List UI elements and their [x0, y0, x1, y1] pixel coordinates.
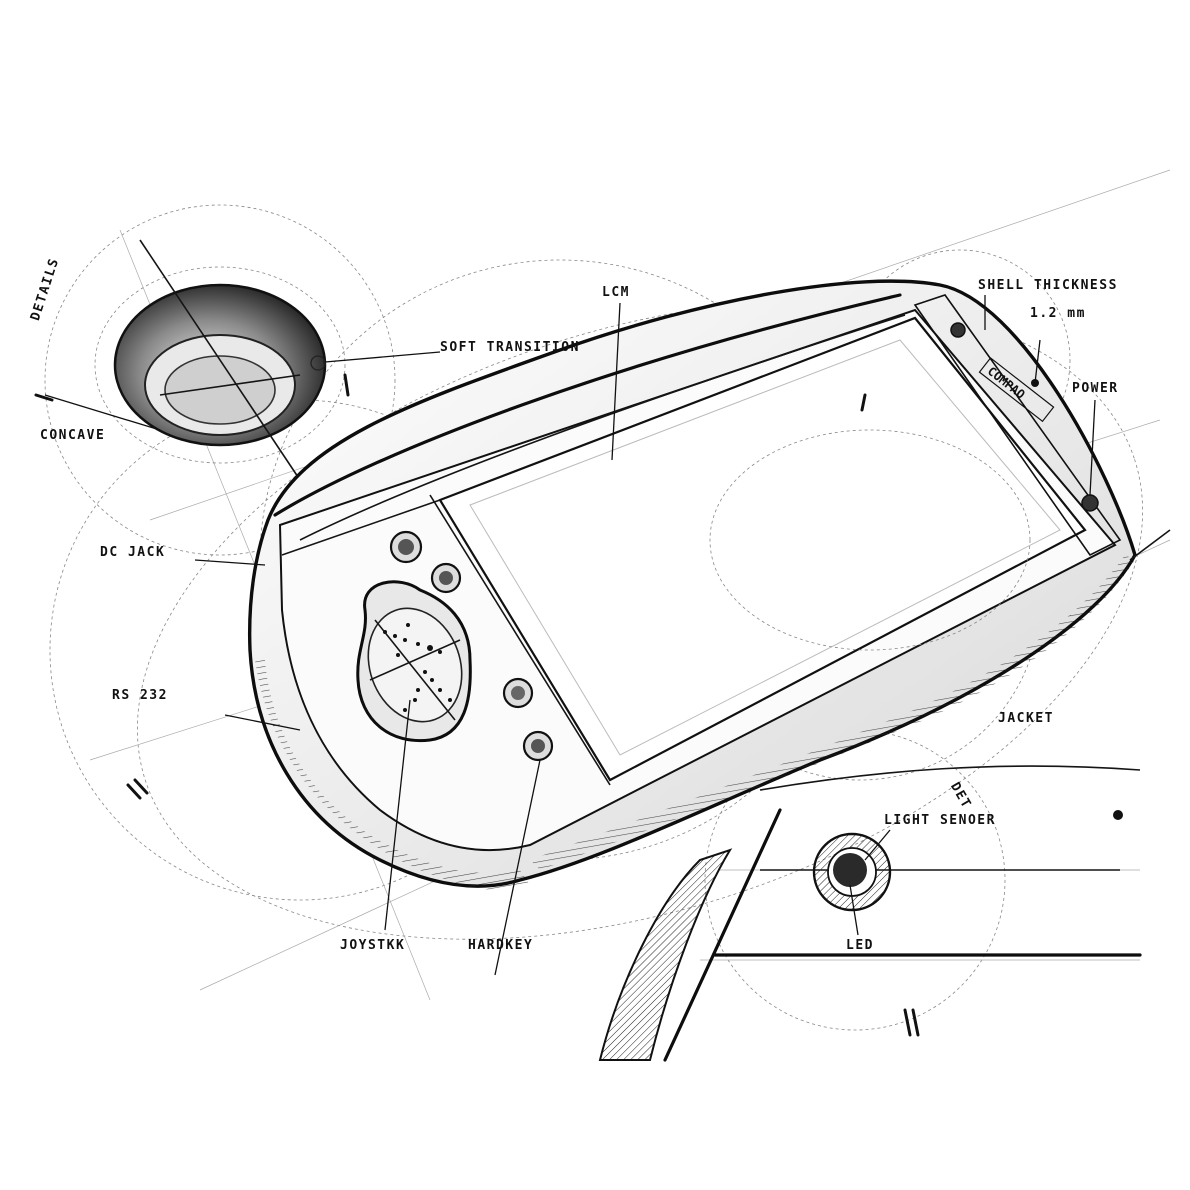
hardkey-4 [522, 730, 554, 762]
device-body [247, 279, 1137, 890]
label-shell-thickness: SHELL THICKNESS [978, 278, 1118, 293]
jacket-stand [598, 529, 1171, 1062]
label-rs232: RS 232 [112, 688, 168, 703]
label-dc-jack: DC JACK [100, 545, 166, 560]
joystick [356, 580, 472, 743]
label-power: POWER [1072, 381, 1119, 396]
label-shell-thickness-value: 1.2 mm [1030, 306, 1086, 321]
label-led: LED [846, 938, 874, 953]
label-lcm: LCM [602, 285, 630, 300]
label-concave: CONCAVE [40, 428, 106, 443]
label-jacket: JACKET [998, 711, 1054, 726]
leader-lines [44, 295, 1096, 976]
hardkeys [389, 530, 554, 762]
label-light-sensor: LIGHT SENOER [884, 813, 996, 828]
concave-detail [94, 239, 346, 481]
circle-ticks [34, 373, 920, 1037]
fasteners [950, 322, 1123, 820]
hardkey-1 [389, 530, 423, 564]
power-button [1081, 494, 1099, 512]
hardkey-2 [430, 562, 462, 594]
label-soft-transition: SOFT TRANSITION [440, 340, 580, 355]
label-joystick: JOYSTKK [340, 938, 406, 953]
label-hardkey: HARDKEY [468, 938, 534, 953]
hardkey-3 [502, 677, 534, 709]
